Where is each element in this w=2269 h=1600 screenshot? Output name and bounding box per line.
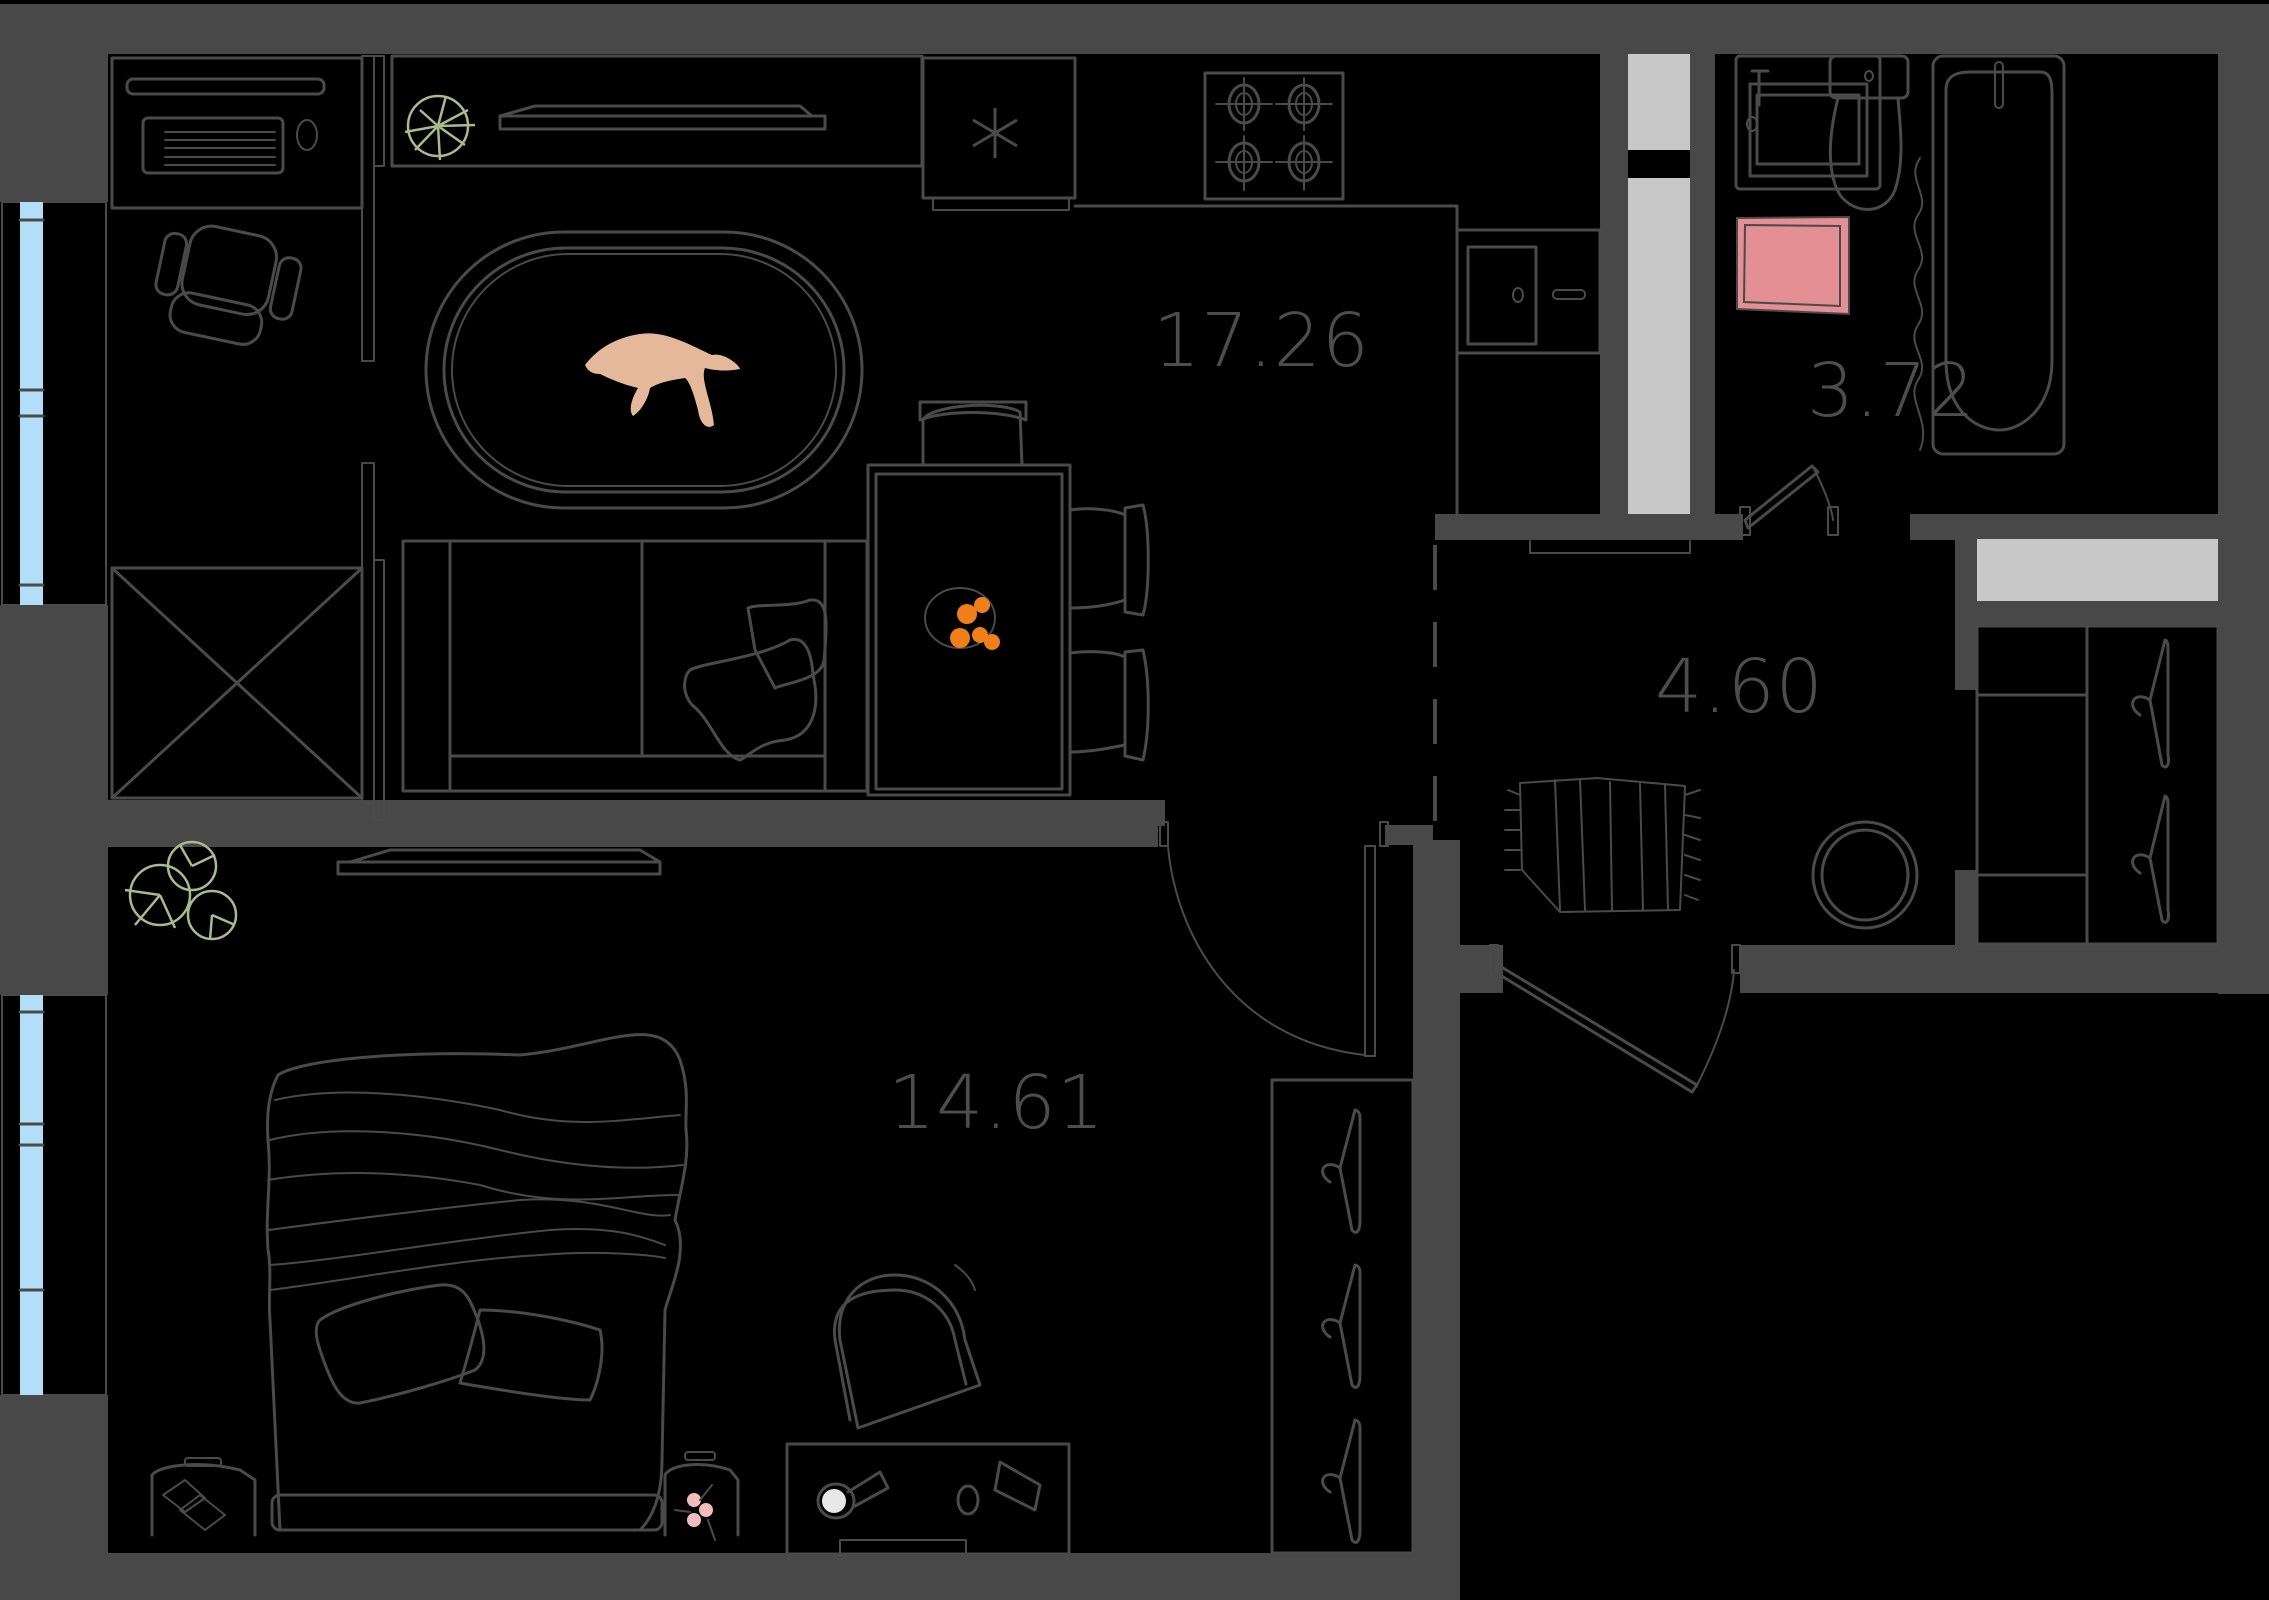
area-label-kitchen-living: 17.26 — [1153, 298, 1370, 384]
snowflake-icon — [972, 108, 1018, 158]
dining-table — [866, 400, 1150, 797]
window-top-left — [0, 201, 108, 606]
kitchen-furniture: 17.26 — [110, 54, 1602, 821]
doormat — [1504, 777, 1701, 913]
armchair — [154, 224, 303, 346]
hanger-icons — [1321, 1108, 1362, 1544]
window-bottom-left — [0, 994, 108, 1396]
area-label-hallway: 4.60 — [1655, 644, 1824, 730]
bed — [265, 1033, 689, 1532]
cat-icon — [585, 333, 740, 427]
area-label-bedroom: 14.61 — [888, 1060, 1105, 1146]
walls — [0, 4, 2269, 1600]
ventilation-shafts — [1628, 54, 2218, 601]
hallway-furniture: 4.60 — [1489, 540, 2220, 1094]
plant-icon — [404, 94, 476, 161]
plant-icon — [124, 840, 238, 941]
area-label-bathroom: 3.72 — [1807, 348, 1976, 434]
bath-mat — [1736, 215, 1850, 316]
hanger-icons — [2131, 638, 2170, 924]
bedroom-furniture: 14.61 — [124, 821, 1415, 1556]
flower-vase-icon — [924, 587, 1000, 650]
bathroom-fixtures: 3.72 — [1734, 54, 2066, 536]
oval-rug — [424, 230, 864, 510]
burner-icons — [1215, 77, 1333, 191]
flower-icon — [674, 1484, 716, 1541]
sofa — [401, 539, 869, 793]
